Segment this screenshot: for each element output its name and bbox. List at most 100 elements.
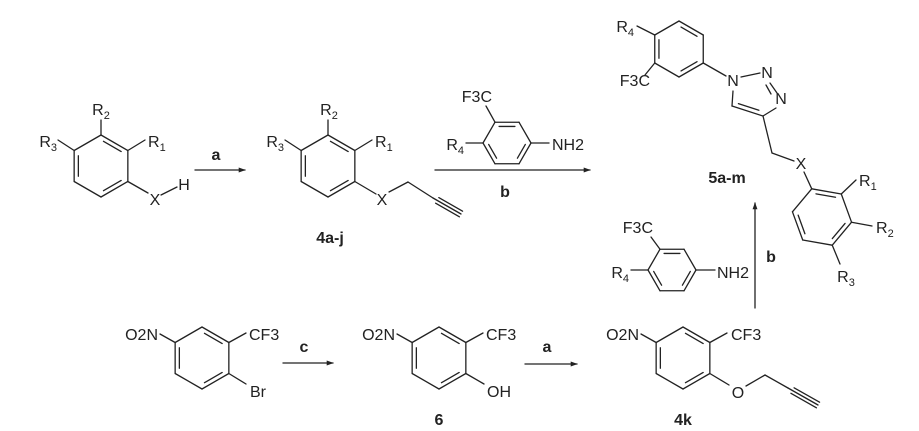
no2-label: O2N — [606, 327, 639, 344]
bond — [731, 90, 734, 107]
compound-4a-j-label: 4a-j — [316, 230, 344, 247]
ring-bond — [300, 180, 329, 198]
triple-bond-line — [434, 202, 461, 218]
double-bond-line — [684, 332, 704, 345]
x-label: X — [377, 192, 388, 209]
ring-bond — [678, 62, 704, 78]
bond — [396, 333, 413, 344]
double-bond-line — [765, 84, 772, 95]
ring-bond — [327, 134, 356, 152]
bond — [228, 332, 247, 344]
cf3-label: CF3 — [249, 327, 279, 344]
r1-label: R1 — [375, 134, 393, 154]
bond — [731, 105, 764, 117]
ring-bond — [300, 134, 329, 152]
bond — [284, 139, 302, 152]
bond — [702, 62, 727, 77]
double-bond-line — [516, 143, 526, 159]
triazole-n2-label: N — [761, 65, 773, 82]
ring-bond — [518, 142, 532, 165]
cf3-label: CF3 — [731, 327, 761, 344]
ring-bond — [683, 248, 697, 271]
bond — [636, 25, 656, 36]
r1-label: R1 — [859, 173, 877, 193]
ring-bond — [831, 221, 853, 246]
double-bond-line — [440, 332, 460, 345]
r4-label: R4 — [616, 19, 634, 39]
ether-o-label: O — [732, 385, 744, 402]
ring-bond — [174, 326, 203, 344]
r4-label: R4 — [446, 137, 464, 157]
r1-label: R1 — [148, 134, 166, 154]
double-bond-line — [680, 26, 698, 37]
triple-bond-line — [438, 196, 464, 212]
bond — [127, 180, 149, 194]
ring-bond — [683, 269, 697, 292]
bond — [762, 107, 777, 117]
ring-bond — [655, 372, 684, 390]
double-bond-line — [203, 332, 223, 345]
double-bond-line — [102, 140, 122, 153]
compound-5a-m-label: 5a-m — [708, 170, 745, 187]
bond — [465, 372, 485, 385]
no2-label: O2N — [362, 327, 395, 344]
nh2-label: NH2 — [717, 265, 749, 282]
double-bond-line — [831, 222, 846, 240]
bond — [745, 374, 766, 387]
ring-bond — [682, 326, 711, 344]
cf3-label: F3C — [623, 220, 653, 237]
bond — [465, 332, 484, 344]
bond — [388, 181, 409, 193]
double-bond-line — [684, 371, 704, 384]
bond — [850, 221, 873, 227]
r3-label: R3 — [266, 134, 284, 154]
triazole-n3-label: N — [775, 91, 787, 108]
bond — [803, 171, 813, 190]
r2-label: R2 — [92, 102, 110, 122]
bond — [709, 332, 728, 344]
reagent-b-label: b — [500, 184, 510, 201]
ring-bond — [655, 326, 684, 344]
ring-bond — [73, 134, 102, 152]
bond — [771, 152, 795, 162]
bond — [831, 244, 841, 265]
bond — [57, 139, 75, 152]
triple-bond-line — [432, 197, 462, 215]
double-bond-line — [102, 179, 122, 192]
r3-label: R3 — [837, 269, 855, 289]
ring-bond — [518, 121, 532, 144]
double-bond-line — [681, 270, 691, 286]
double-bond-line — [680, 61, 698, 72]
x-label: X — [796, 156, 807, 173]
reagent-c-label: c — [300, 339, 309, 356]
ring-bond — [201, 372, 230, 390]
double-bond-line — [329, 140, 349, 153]
bond — [764, 374, 789, 389]
bond — [644, 62, 656, 76]
ring-bond — [791, 211, 804, 241]
bond — [354, 139, 373, 152]
no2-label: O2N — [125, 327, 158, 344]
bond — [640, 333, 657, 344]
bond — [485, 105, 496, 123]
ring-bond — [482, 142, 496, 165]
compound-4k-label: 4k — [674, 412, 692, 429]
nh2-label: NH2 — [552, 137, 584, 154]
ring-bond — [811, 188, 842, 195]
reagent-a-label: a — [212, 147, 221, 164]
cf3-label: CF3 — [486, 327, 516, 344]
ring-bond — [411, 326, 440, 344]
ring-bond — [791, 188, 813, 213]
triple-bond-line — [790, 392, 818, 409]
r2-label: R2 — [320, 102, 338, 122]
triazole-n1-label: N — [727, 73, 739, 90]
reagent-a-label: a — [543, 339, 552, 356]
br-label: Br — [250, 384, 267, 401]
bond — [762, 115, 773, 154]
ring-bond — [174, 372, 203, 390]
bond — [840, 179, 857, 195]
double-bond-line — [737, 103, 760, 111]
r4-label: R4 — [611, 265, 629, 285]
double-bond-line — [488, 143, 498, 159]
ring-bond — [802, 239, 833, 246]
